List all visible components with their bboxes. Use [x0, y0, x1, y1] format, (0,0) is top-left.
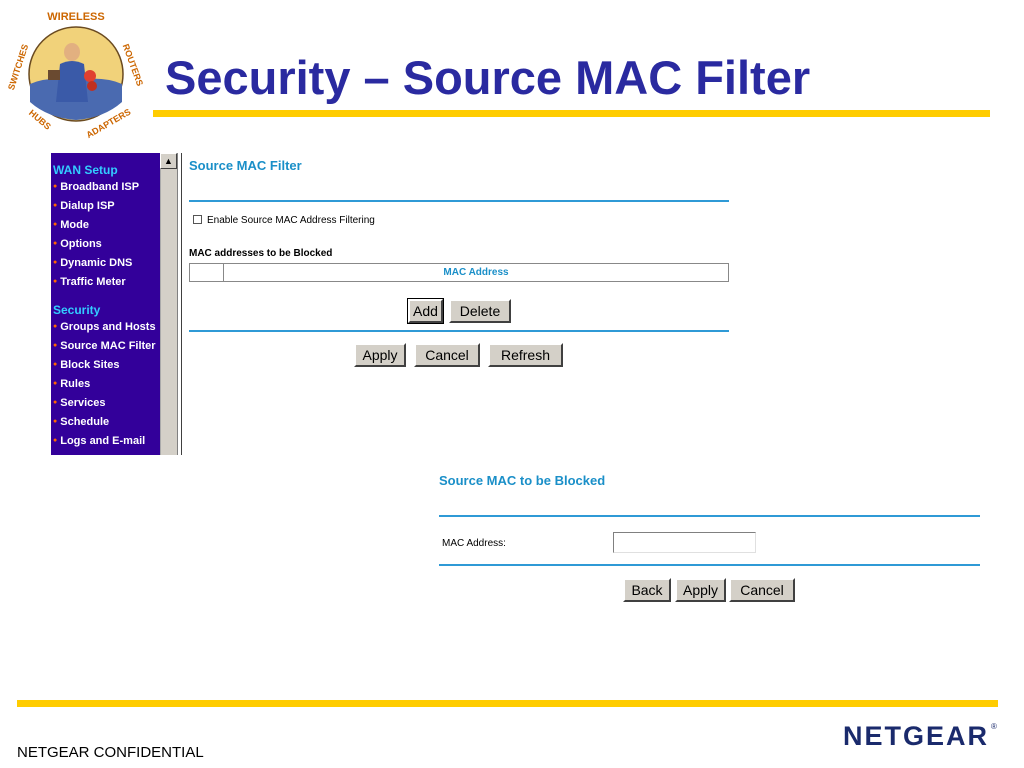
filter-panel-title: Source MAC Filter: [189, 158, 302, 173]
registered-mark: ®: [991, 722, 997, 731]
back-button[interactable]: Back: [623, 578, 671, 602]
sidebar-item-schedule[interactable]: ●Schedule: [53, 416, 109, 428]
block-cancel-button[interactable]: Cancel: [729, 578, 795, 602]
sidebar-item-options[interactable]: ●Options: [53, 238, 102, 250]
sidebar-item-label: Source MAC Filter: [60, 340, 156, 352]
confidential-notice: NETGEAR CONFIDENTIAL: [17, 744, 204, 761]
sidebar-item-label: Broadband ISP: [60, 181, 140, 193]
scroll-up-button[interactable]: ▲: [160, 153, 177, 169]
frame-divider: [177, 153, 182, 455]
sidebar-item-label: Dynamic DNS: [60, 257, 133, 269]
sidebar-item-mode[interactable]: ●Mode: [53, 219, 89, 231]
bullet-icon: ●: [53, 240, 58, 247]
bullet-icon: ●: [53, 202, 58, 209]
sidebar-item-label: Dialup ISP: [60, 200, 115, 212]
bullet-icon: ●: [53, 399, 58, 406]
sidebar: WAN Setup ●Broadband ISP ●Dialup ISP ●Mo…: [51, 153, 160, 455]
bullet-icon: ●: [53, 323, 58, 330]
enable-filter-label: Enable Source MAC Address Filtering: [207, 215, 375, 226]
bullet-icon: ●: [53, 342, 58, 349]
enable-filter-row: Enable Source MAC Address Filtering: [193, 215, 375, 226]
bullet-icon: ●: [53, 418, 58, 425]
block-panel-title: Source MAC to be Blocked: [439, 473, 606, 488]
sidebar-item-label: Traffic Meter: [60, 276, 126, 288]
triangle-up-icon: ▲: [164, 156, 173, 166]
bullet-icon: ●: [53, 361, 58, 368]
logo-ring-top: WIRELESS: [47, 11, 104, 23]
sidebar-item-label: Services: [60, 397, 106, 409]
sidebar-item-traffic-meter[interactable]: ●Traffic Meter: [53, 276, 126, 288]
blocked-mac-table: MAC Address: [189, 263, 729, 282]
sidebar-item-label: Rules: [60, 378, 91, 390]
add-button[interactable]: Add: [407, 298, 444, 324]
sidebar-heading-security[interactable]: Security: [53, 303, 101, 317]
bullet-icon: ●: [53, 278, 58, 285]
mac-address-input[interactable]: [613, 532, 756, 553]
sidebar-item-label: Options: [60, 238, 102, 250]
bullet-icon: ●: [53, 380, 58, 387]
sidebar-item-dynamic-dns[interactable]: ●Dynamic DNS: [53, 257, 132, 269]
blocked-list-heading: MAC addresses to be Blocked: [189, 248, 333, 259]
sidebar-item-label: Schedule: [60, 416, 110, 428]
sidebar-item-services[interactable]: ●Services: [53, 397, 106, 409]
sidebar-item-label: Mode: [60, 219, 89, 231]
sidebar-item-block-sites[interactable]: ●Block Sites: [53, 359, 120, 371]
sidebar-item-groups-and-hosts[interactable]: ●Groups and Hosts: [53, 321, 156, 333]
logo: WIRELESS ROUTERS ADAPTERS HUBS SWITCHES: [8, 8, 144, 140]
sidebar-item-label: Logs and E-mail: [60, 435, 146, 447]
title-divider: [153, 110, 990, 117]
bullet-icon: ●: [53, 259, 58, 266]
apply-button[interactable]: Apply: [354, 343, 406, 367]
sidebar-item-logs-and-email[interactable]: ●Logs and E-mail: [53, 435, 145, 447]
sidebar-heading-wan-setup[interactable]: WAN Setup: [53, 163, 118, 177]
bullet-icon: ●: [53, 183, 58, 190]
delete-button[interactable]: Delete: [449, 299, 511, 323]
mac-address-label: MAC Address:: [442, 538, 506, 549]
cancel-button[interactable]: Cancel: [414, 343, 480, 367]
bullet-icon: ●: [53, 221, 58, 228]
mac-address-column-header: MAC Address: [443, 267, 509, 278]
netgear-logo: NETGEAR: [843, 721, 990, 751]
sidebar-item-rules[interactable]: ●Rules: [53, 378, 90, 390]
bullet-icon: ●: [53, 437, 58, 444]
filter-panel-divider-bottom: [189, 330, 729, 332]
filter-panel-divider: [189, 200, 729, 202]
sidebar-item-label: Groups and Hosts: [60, 321, 156, 333]
refresh-button[interactable]: Refresh: [488, 343, 563, 367]
block-panel-divider: [439, 515, 980, 517]
footer-divider: [17, 700, 998, 707]
enable-filter-checkbox[interactable]: [193, 215, 202, 224]
sidebar-item-broadband-isp[interactable]: ●Broadband ISP: [53, 181, 139, 193]
block-apply-button[interactable]: Apply: [675, 578, 726, 602]
sidebar-item-dialup-isp[interactable]: ●Dialup ISP: [53, 200, 115, 212]
sidebar-item-source-mac-filter[interactable]: ●Source MAC Filter: [53, 340, 156, 352]
block-panel-divider-bottom: [439, 564, 980, 566]
table-select-column-header: [190, 264, 224, 281]
sidebar-item-label: Block Sites: [60, 359, 120, 371]
sidebar-scrollbar[interactable]: [160, 153, 177, 455]
slide-title: Security – Source MAC Filter: [165, 51, 811, 104]
